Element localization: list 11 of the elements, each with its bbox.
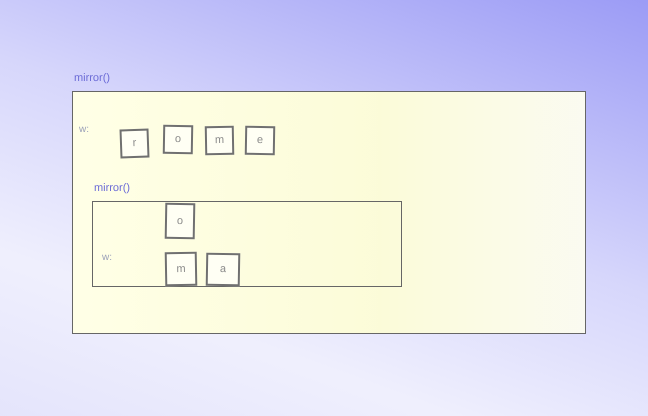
letter-box: o [164, 202, 196, 240]
letter-box: e [244, 126, 276, 156]
variable-label: w: [102, 252, 112, 264]
variable-label: w: [79, 124, 89, 136]
function-heading: mirror() [94, 181, 130, 195]
letter-box: o [162, 124, 194, 154]
letter-box: a [206, 252, 240, 286]
letter-box: m [164, 252, 198, 286]
letter-box: r [120, 128, 150, 158]
function-heading: mirror() [74, 71, 110, 85]
letter-box: m [204, 126, 234, 156]
